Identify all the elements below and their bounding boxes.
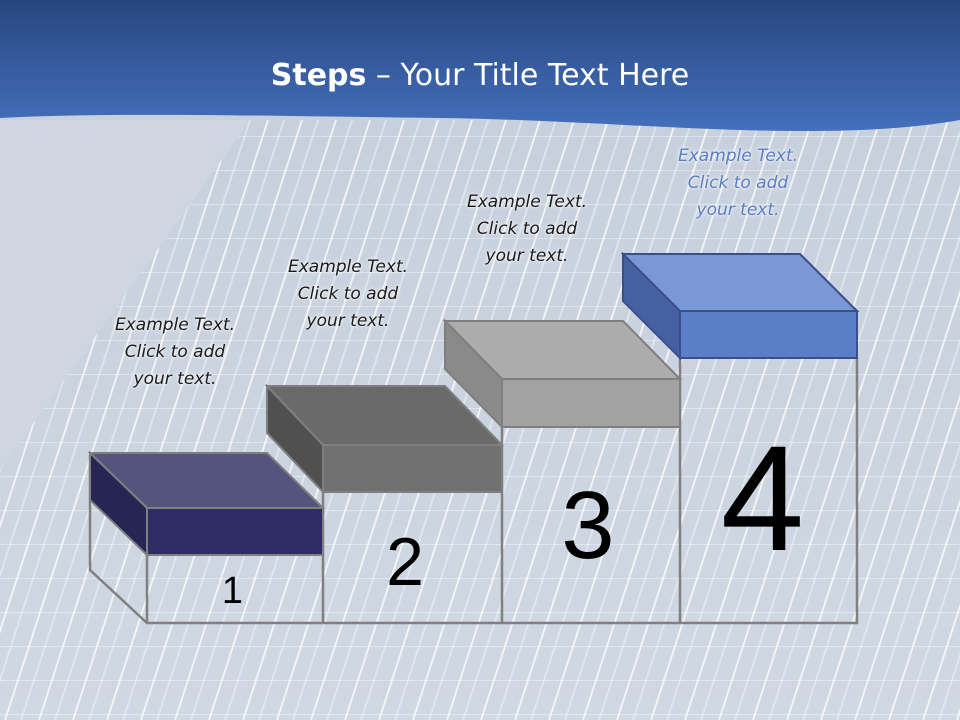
- caption-line: Example Text.: [114, 315, 236, 335]
- step-4-caption[interactable]: Example Text. Click to add your text.: [663, 143, 813, 224]
- step-3-caption[interactable]: Example Text. Click to add your text.: [452, 189, 602, 270]
- caption-line: Click to add: [476, 219, 578, 239]
- step-2-caption[interactable]: Example Text. Click to add your text.: [273, 254, 423, 335]
- step-4-number: 4: [720, 414, 805, 582]
- caption-line: your text.: [485, 246, 569, 266]
- step-4-block[interactable]: [620, 251, 860, 361]
- caption-line: your text.: [306, 311, 390, 331]
- caption-line: Click to add: [687, 173, 789, 193]
- caption-line: Click to add: [297, 284, 399, 304]
- step-2-number: 2: [386, 524, 424, 600]
- step-1-block[interactable]: [87, 450, 326, 558]
- slide-title[interactable]: Steps – Your Title Text Here: [0, 56, 960, 96]
- caption-line: Click to add: [124, 342, 226, 362]
- step-3-number: 3: [561, 472, 615, 579]
- caption-line: your text.: [133, 369, 217, 389]
- caption-line: Example Text.: [287, 257, 409, 277]
- title-bold: Steps: [270, 58, 367, 93]
- caption-line: your text.: [696, 200, 780, 220]
- header-band: [0, 0, 960, 132]
- step-2-block[interactable]: [264, 383, 505, 495]
- title-rest: – Your Title Text Here: [366, 58, 690, 93]
- caption-line: Example Text.: [677, 146, 799, 166]
- caption-line: Example Text.: [466, 192, 588, 212]
- step-1-number: 1: [221, 570, 244, 612]
- step-1-caption[interactable]: Example Text. Click to add your text.: [100, 312, 250, 393]
- step-3-block[interactable]: [442, 318, 683, 430]
